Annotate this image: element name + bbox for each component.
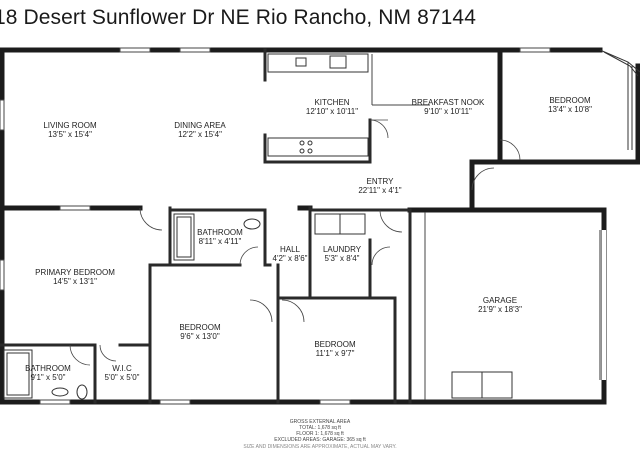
kitchen-counters <box>267 53 369 157</box>
bathroom-primary-dims: 9'1" x 5'0" <box>31 373 66 382</box>
hall-name: HALL <box>280 245 301 254</box>
living-room-name: LIVING ROOM <box>43 121 97 130</box>
laundry-name: LAUNDRY <box>323 245 362 254</box>
wic-dims: 5'0" x 5'0" <box>105 373 140 382</box>
bedroom-ne-dims: 13'4" x 10'8" <box>548 105 592 114</box>
primary-bedroom-dims: 14'5" x 13'1" <box>53 277 97 286</box>
bedroom-mid-name: BEDROOM <box>179 323 221 332</box>
area-summary: GROSS EXTERNAL AREA TOTAL: 1,678 sq ft F… <box>243 419 396 450</box>
area-heading: GROSS EXTERNAL AREA <box>290 419 351 425</box>
detail-lines <box>0 47 551 405</box>
bedroom-ne-name: BEDROOM <box>549 96 591 105</box>
kitchen-name: KITCHEN <box>314 98 349 107</box>
area-excluded: EXCLUDED AREAS: GARAGE: 365 sq ft <box>274 437 366 443</box>
garage-door <box>451 230 606 399</box>
area-total: TOTAL: 1,678 sq ft <box>299 425 341 431</box>
primary-bedroom-name: PRIMARY BEDROOM <box>35 268 115 277</box>
area-floor1: FLOOR 1: 1,678 sq ft <box>296 431 344 437</box>
garage-name: GARAGE <box>483 296 517 305</box>
dining-area-name: DINING AREA <box>174 121 226 130</box>
hall-dims: 4'2" x 8'6" <box>273 254 308 263</box>
bedroom-south-dims: 11'1" x 9'7" <box>316 349 355 358</box>
bathroom-hall-dims: 8'11" x 4'11" <box>199 237 242 246</box>
bay-window <box>599 49 640 150</box>
interior-walls <box>0 48 412 404</box>
living-room-dims: 13'5" x 15'4" <box>48 130 92 139</box>
bathroom-hall-name: BATHROOM <box>197 228 243 237</box>
entry-dims: 22'11" x 4'1" <box>358 186 401 195</box>
kitchen-dims: 12'10" x 10'11" <box>306 107 358 116</box>
entry-name: ENTRY <box>367 177 395 186</box>
bedroom-mid-dims: 9'6" x 13'0" <box>180 332 220 341</box>
bedroom-south-name: BEDROOM <box>314 340 356 349</box>
garage-dims: 21'9" x 18'3" <box>478 305 522 314</box>
bath-fixtures <box>3 213 366 400</box>
breakfast-nook-dims: 9'10" x 10'11" <box>424 107 472 116</box>
laundry-dims: 5'3" x 8'4" <box>325 254 360 263</box>
area-disclaimer: SIZE AND DIMENSIONS ARE APPROXIMATE, ACT… <box>243 444 396 450</box>
door-swings <box>69 119 521 366</box>
listing-address-title: 18 Desert Sunflower Dr NE Rio Rancho, NM… <box>0 6 476 29</box>
room-labels: LIVING ROOM 13'5" x 15'4" DINING AREA 12… <box>25 96 592 382</box>
breakfast-nook-name: BREAKFAST NOOK <box>412 98 485 107</box>
bathroom-primary-name: BATHROOM <box>25 364 71 373</box>
wic-name: W.I.C <box>112 364 132 373</box>
dining-area-dims: 12'2" x 15'4" <box>178 130 222 139</box>
